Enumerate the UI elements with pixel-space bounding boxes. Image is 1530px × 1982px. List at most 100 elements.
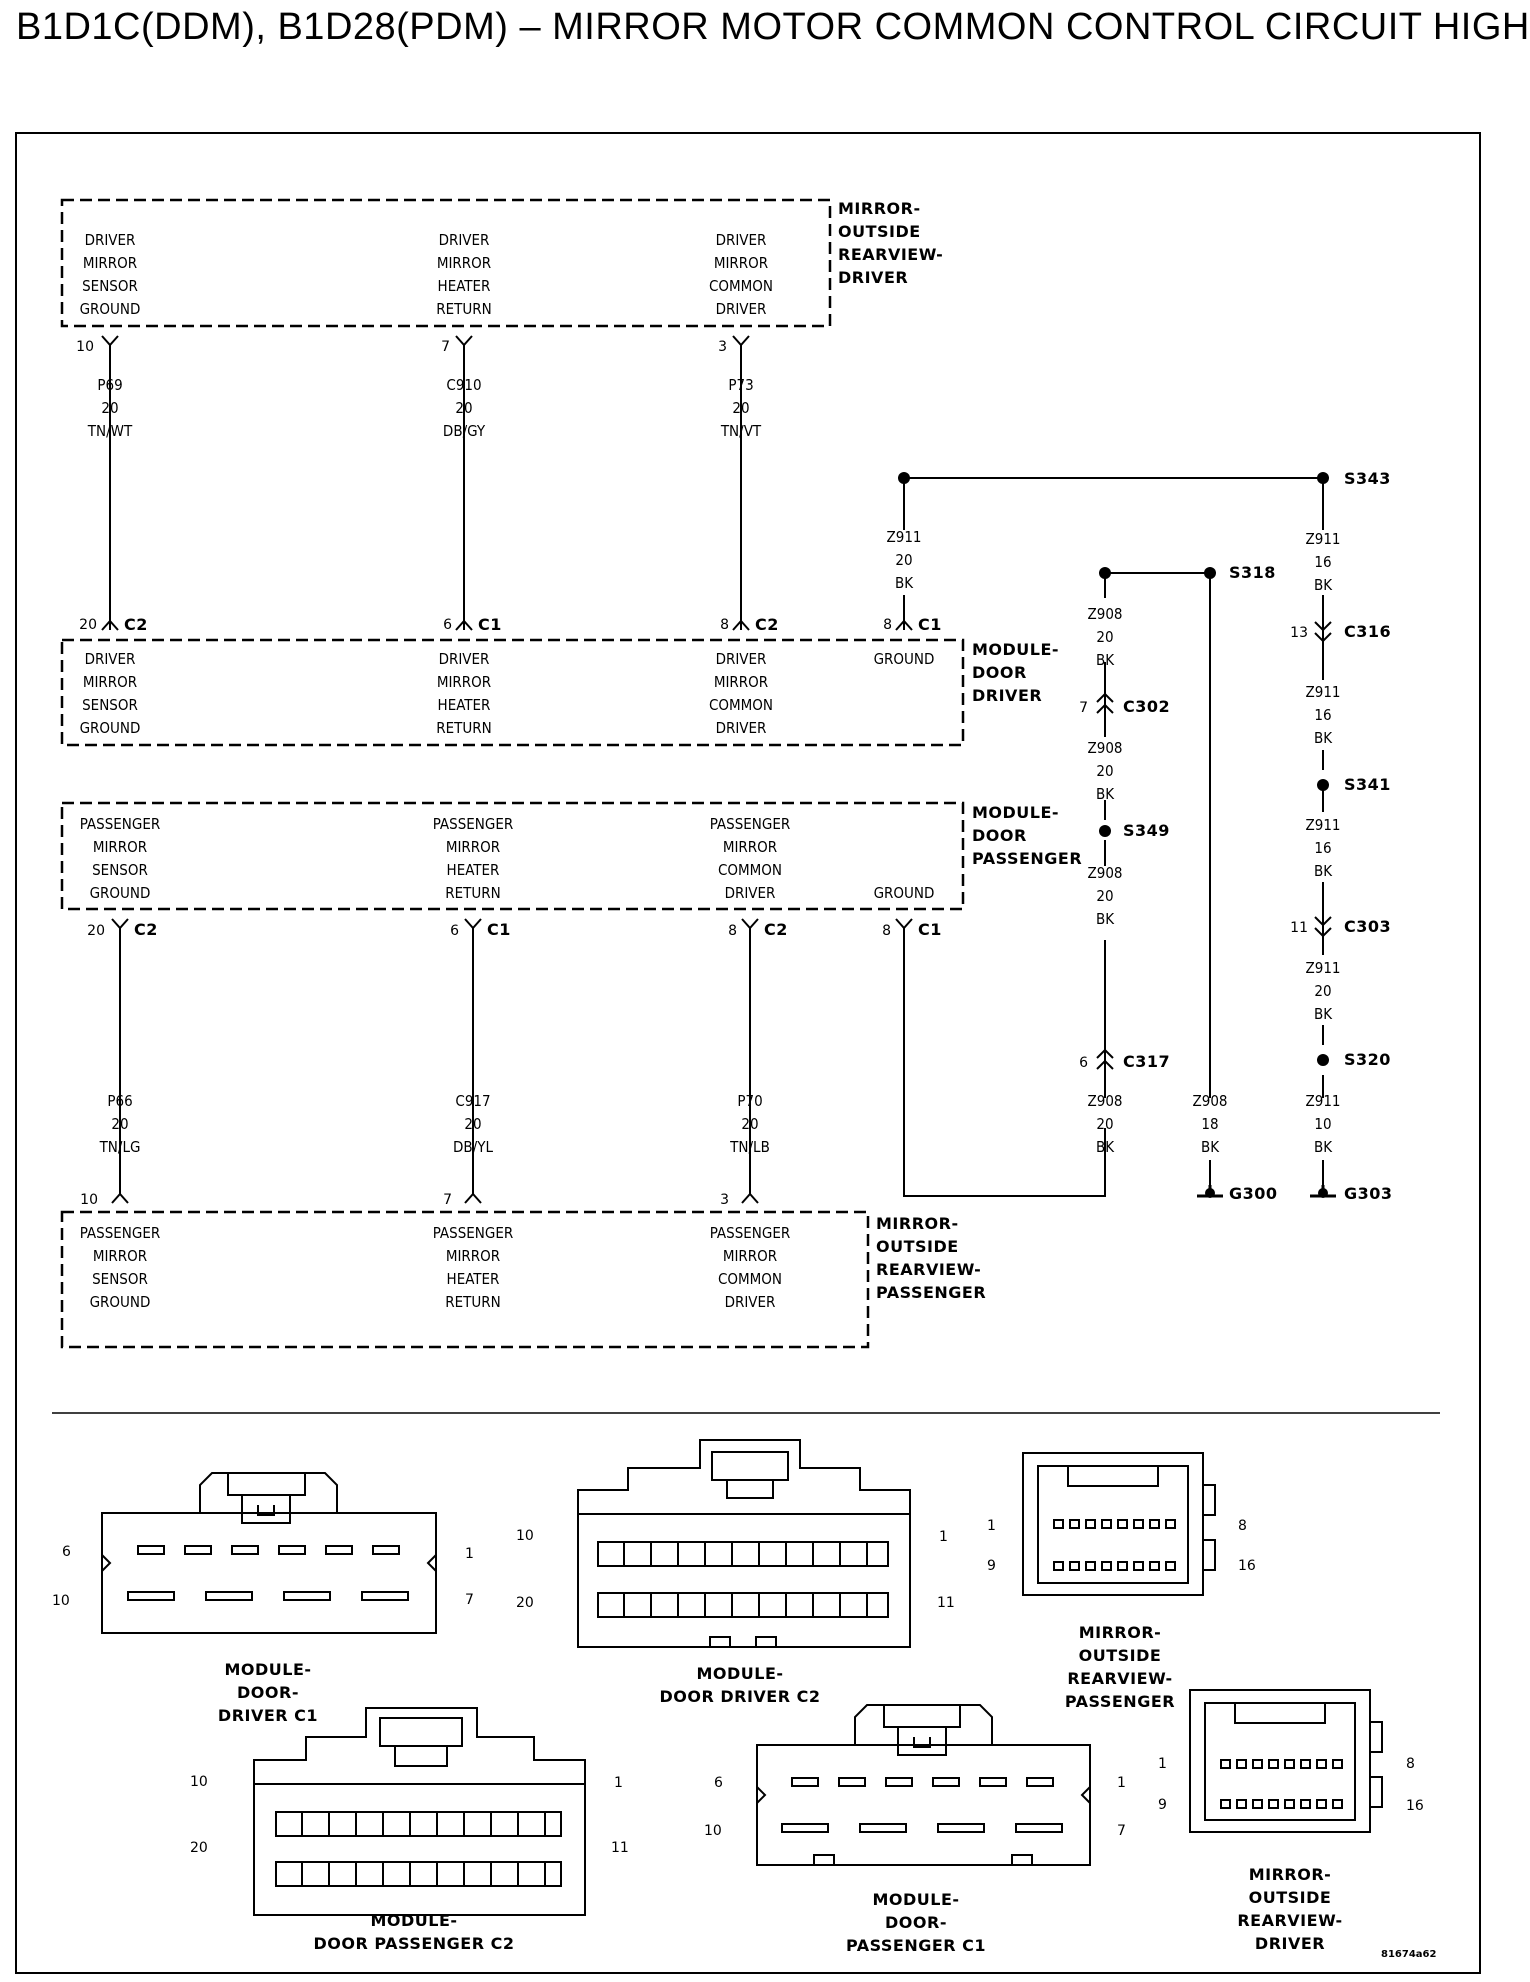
- connector-view-door-passenger-c1: [756, 1704, 1091, 1866]
- view-dp-c1-pin-1: 1: [1117, 1775, 1126, 1791]
- connector-id-dp-3: C2: [764, 920, 788, 939]
- view-dd-c1-caption: MODULE-DOOR-DRIVER C1: [218, 1660, 318, 1725]
- splice-node-z908: [1099, 567, 1111, 579]
- connector-view-mirror-driver: [1189, 1689, 1383, 1833]
- door-driver-box: [60, 638, 965, 747]
- view-mp-pin-8: 8: [1238, 1518, 1247, 1534]
- splice-s343-dot: [1317, 472, 1329, 484]
- connector-id-dd-3: C2: [755, 615, 779, 634]
- connector-view-door-driver-c1: [101, 1472, 437, 1634]
- wire-dp-ground-loop: [903, 934, 1106, 1197]
- view-dd-c1-pin-7: 7: [465, 1592, 474, 1608]
- connector-view-door-driver-c2: [577, 1439, 911, 1648]
- splice-label-s341: S341: [1344, 775, 1391, 794]
- door-passenger-box: [60, 801, 965, 911]
- ground-g300-dot: [1205, 1188, 1215, 1198]
- view-dp-c2-pin-20: 20: [190, 1840, 208, 1856]
- view-dp-c2-pin-11: 11: [611, 1840, 629, 1856]
- view-dp-c2-pin-10: 10: [190, 1774, 208, 1790]
- inline-c302: [1096, 688, 1114, 721]
- connector-id-dp-4: C1: [918, 920, 942, 939]
- view-md-pin-8: 8: [1406, 1756, 1415, 1772]
- pin-dp-4: [895, 918, 913, 934]
- view-dd-c2-pin-10: 10: [516, 1528, 534, 1544]
- splice-label-s343: S343: [1344, 469, 1391, 488]
- pin-number-dp-4: 8: [882, 923, 891, 939]
- pin-number-dp-1: 20: [87, 923, 105, 939]
- door-driver-name: MODULE- DOOR DRIVER: [972, 640, 1065, 705]
- pin-number-mp-3: 3: [720, 1192, 729, 1208]
- view-md-pin-9: 9: [1158, 1797, 1167, 1813]
- connector-id-c302: C302: [1123, 697, 1170, 716]
- inline-c317: [1096, 1045, 1114, 1075]
- pin-md-2: [455, 335, 473, 347]
- connector-id-dp-2: C1: [487, 920, 511, 939]
- page-title: B1D1C(DDM), B1D28(PDM) – MIRROR MOTOR CO…: [16, 6, 1530, 48]
- connector-id-c317: C317: [1123, 1052, 1170, 1071]
- mirror-passenger-name: MIRROR- OUTSIDE REARVIEW- PASSENGER: [876, 1214, 987, 1302]
- figure-id: 81674a62: [1381, 1949, 1436, 1960]
- pin-dp-3: [741, 918, 759, 934]
- pin-dd-2: [455, 612, 473, 631]
- pin-number-c316: 13: [1290, 625, 1308, 641]
- inline-c303: [1314, 905, 1332, 938]
- pin-number-c302: 7: [1079, 700, 1088, 716]
- pin-mp-3: [741, 1192, 759, 1204]
- view-dp-c1-pin-7: 7: [1117, 1823, 1126, 1839]
- pin-number-md-3: 3: [718, 339, 727, 355]
- ground-label-g300: G300: [1229, 1184, 1278, 1203]
- view-md-pin-16: 16: [1406, 1798, 1424, 1814]
- splice-s318-dot: [1204, 567, 1216, 579]
- pin-number-dp-3: 8: [728, 923, 737, 939]
- splice-label-s320: S320: [1344, 1050, 1391, 1069]
- pin-number-dd-3: 8: [720, 617, 729, 633]
- pin-number-dd-1: 20: [79, 617, 97, 633]
- connector-view-door-passenger-c2: [253, 1707, 586, 1916]
- pin-number-c303: 11: [1290, 920, 1308, 936]
- pin-number-md-1: 10: [76, 339, 94, 355]
- splice-label-s349: S349: [1123, 821, 1170, 840]
- view-dd-c2-caption: MODULE-DOOR DRIVER C2: [659, 1664, 820, 1706]
- pin-number-md-2: 7: [441, 339, 450, 355]
- view-dd-c1-pin-10: 10: [52, 1593, 70, 1609]
- splice-s341-dot: [1317, 779, 1329, 791]
- pin-number-mp-1: 10: [80, 1192, 98, 1208]
- view-dp-c2-caption: MODULE-DOOR PASSENGER C2: [314, 1911, 515, 1953]
- inline-c316: [1314, 615, 1332, 643]
- pin-number-dd-4: 8: [883, 617, 892, 633]
- splice-s349-dot: [1099, 825, 1111, 837]
- pin-number-mp-2: 7: [443, 1192, 452, 1208]
- pin-mp-2: [464, 1192, 482, 1204]
- connector-id-c303: C303: [1344, 917, 1391, 936]
- connector-id-dp-1: C2: [134, 920, 158, 939]
- splice-label-s318: S318: [1229, 563, 1276, 582]
- door-driver-terminal-4: GROUND: [874, 650, 935, 668]
- view-dd-c1-pin-6: 6: [62, 1544, 71, 1560]
- pin-dd-3: [732, 612, 750, 631]
- view-dd-c2-pin-11: 11: [937, 1595, 955, 1611]
- pin-mp-1: [111, 1192, 129, 1204]
- view-dd-c1-pin-1: 1: [465, 1546, 474, 1562]
- view-dp-c1-pin-10: 10: [704, 1823, 722, 1839]
- view-dp-c1-caption: MODULE-DOOR-PASSENGER C1: [846, 1890, 986, 1955]
